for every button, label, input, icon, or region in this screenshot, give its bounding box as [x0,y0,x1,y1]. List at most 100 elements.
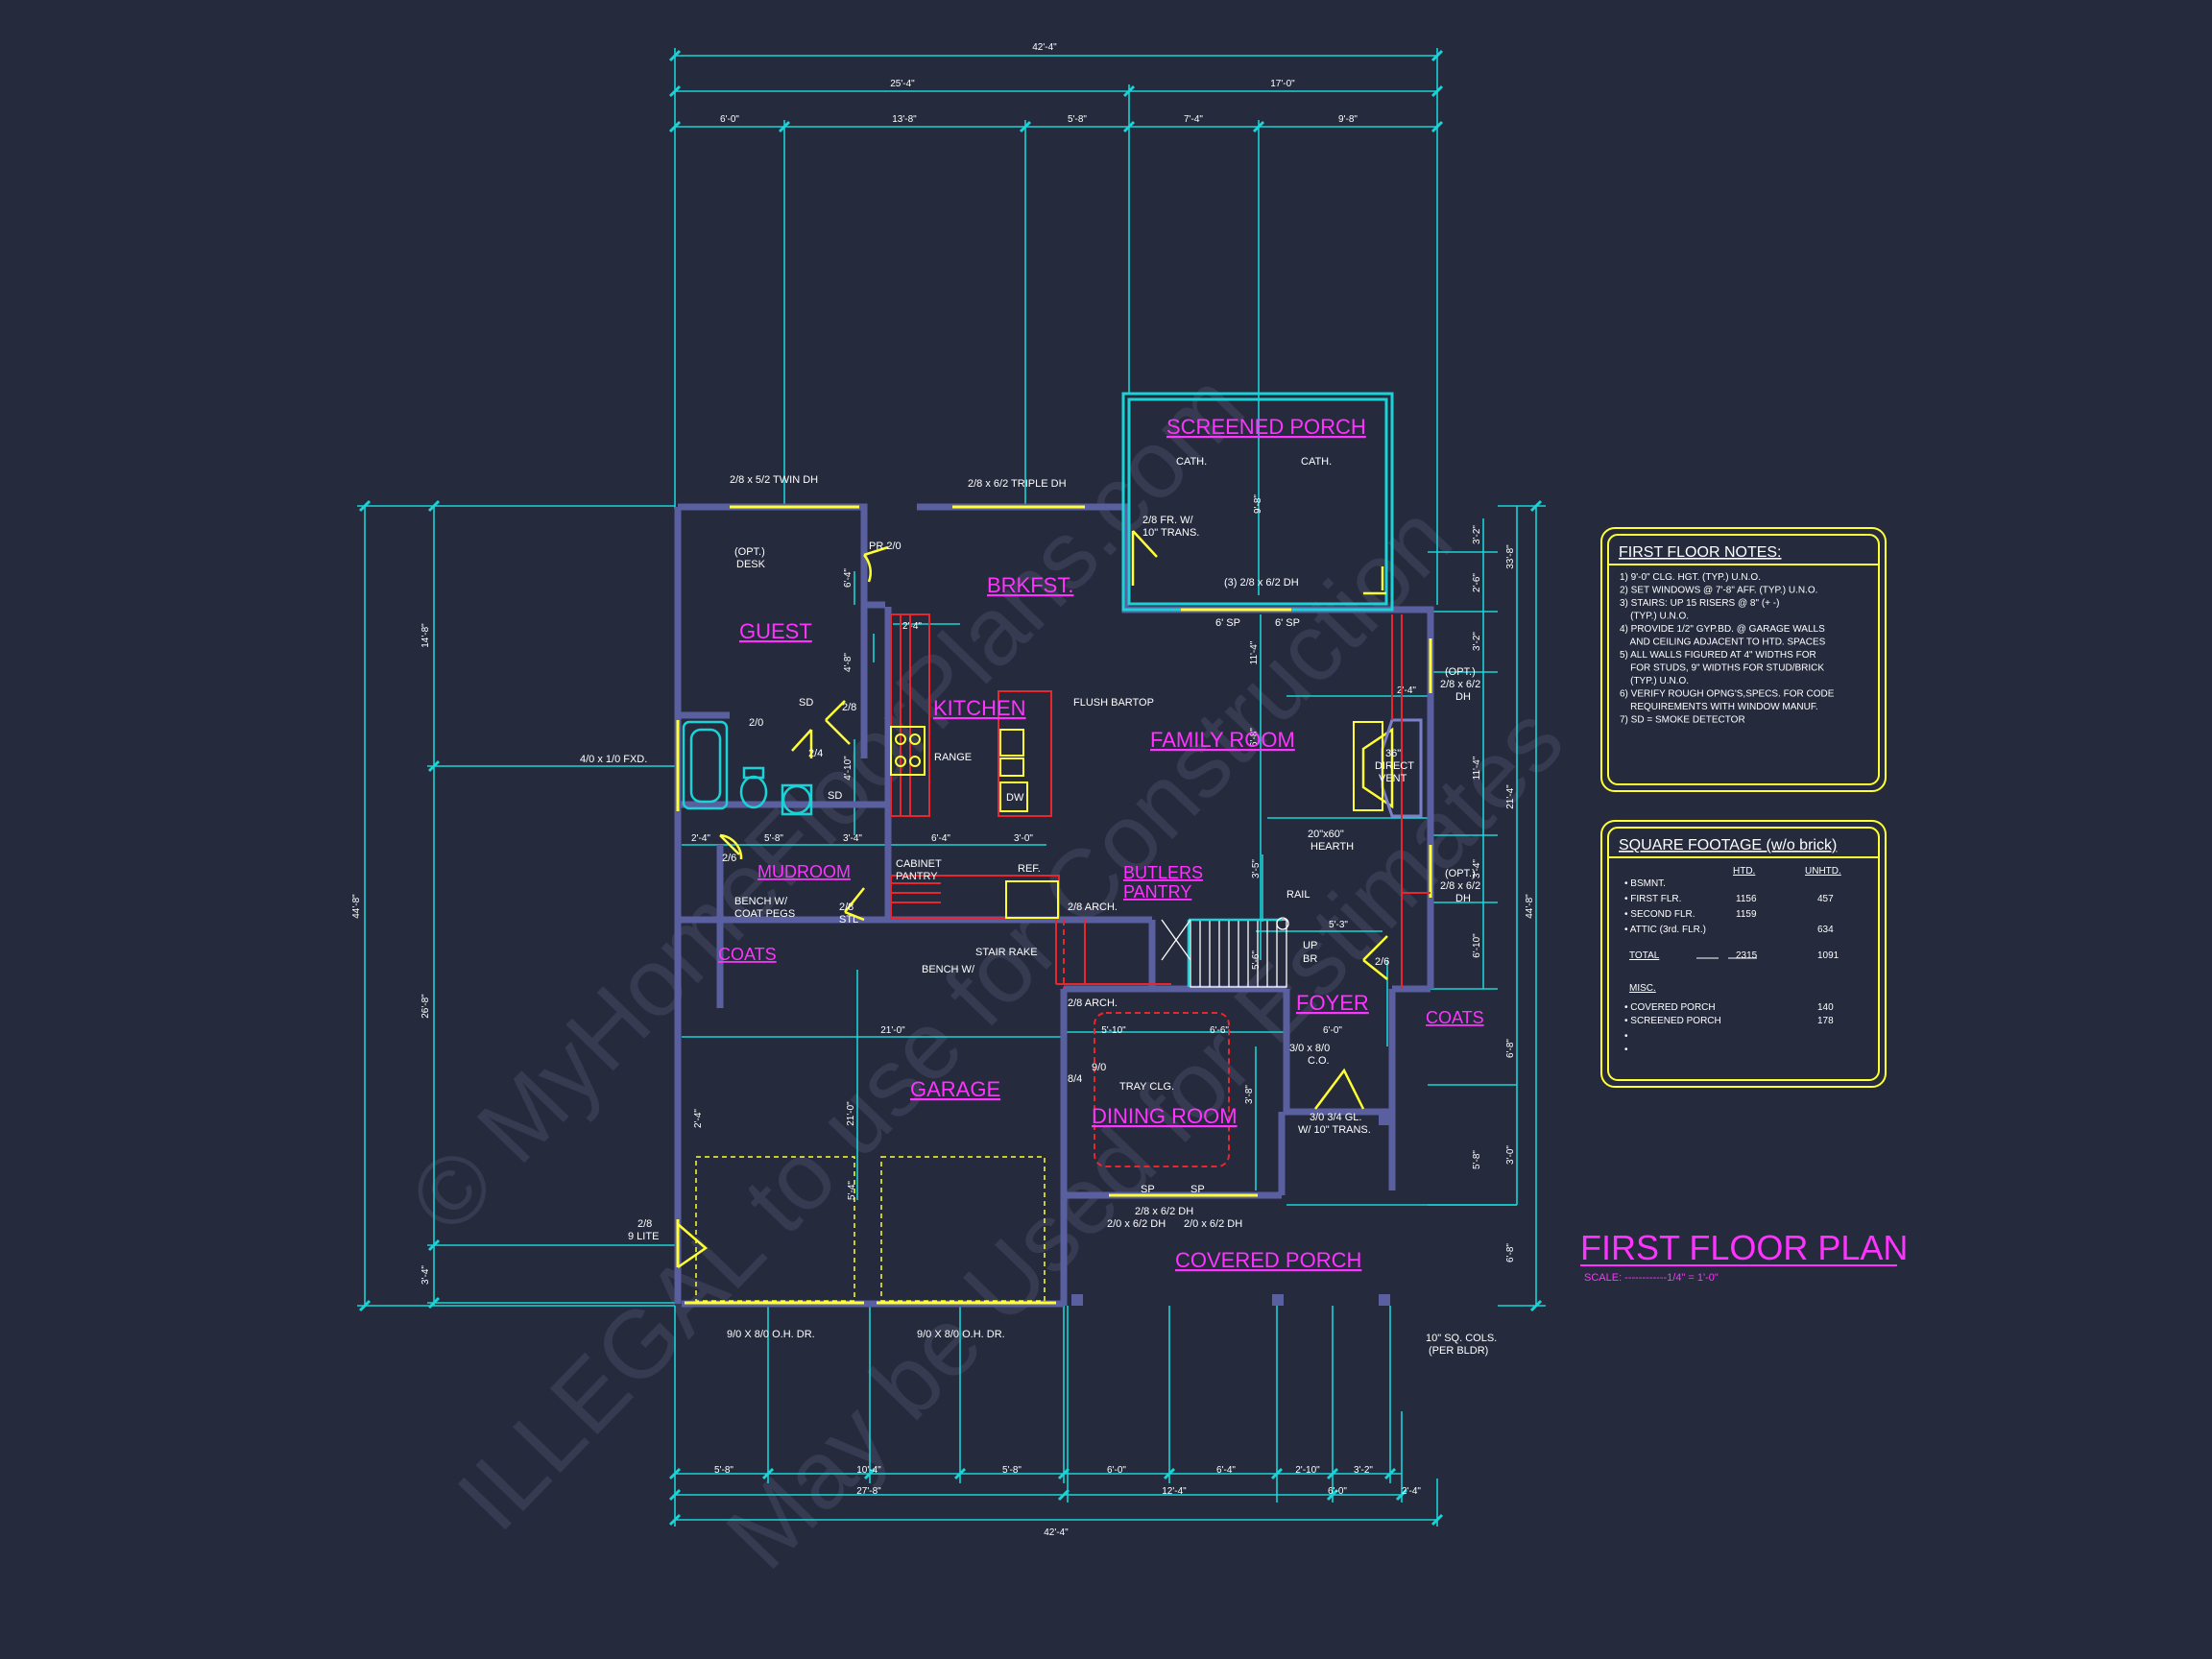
square-footage-title: SQUARE FOOTAGE (w/o brick) [1619,837,1837,854]
note-opt-win-2b: 2/8 x 6/2 [1440,880,1480,892]
note-opt-win-1a: (OPT.) [1445,666,1476,678]
dim-top-c3: 5'-8" [1068,114,1087,125]
room-family-room: FAMILY ROOM [1150,728,1295,752]
room-mudroom: MUDROOM [757,862,851,881]
note-front-door-2: W/ 10" TRANS. [1298,1124,1371,1136]
note-direct-vent-1: 36" [1385,748,1401,759]
first-floor-note-line: REQUIREMENTS WITH WINDOW MANUF. [1620,702,1818,712]
sf-total-unhtd: 1091 [1817,950,1839,961]
note-arch-2: 2/8 ARCH. [1068,998,1118,1009]
note-door-28stl-2: STL [839,914,858,926]
fireplace [1353,718,1423,818]
note-pr: PR 2/0 [869,541,902,552]
doors [677,530,1394,1269]
garage-doors [695,1156,1046,1302]
dim-int-2101: 21'-0" [846,1101,856,1126]
dim-bottom-c4: 6'-0" [1107,1465,1126,1476]
sf-bullet-1: • [1624,1031,1628,1042]
note-window-brkfst: 2/8 x 6/2 TRIPLE DH [968,478,1067,490]
room-garage: GARAGE [910,1077,1000,1101]
first-floor-note-line: 6) VERIFY ROUGH OPNG'S,SPECS. FOR CODE [1620,689,1835,700]
stairs [1161,917,1289,988]
sf-row-label: • ATTIC (3rd. FLR.) [1624,925,1706,935]
note-bench-w: BENCH W/ [922,964,975,975]
first-floor-note-line: 2) SET WINDOWS @ 7'-8" AFF. (TYP.) U.N.O… [1620,586,1817,596]
kitchen-cabinets [890,613,1431,1167]
note-co-2: C.O. [1308,1055,1330,1067]
room-coats-right: COATS [1426,1008,1484,1027]
plan-scale: SCALE: ------------1/4" = 1'-0" [1584,1272,1719,1284]
note-opt-desk-1: (OPT.) [734,546,765,558]
note-direct-vent-3: VENT [1379,773,1407,784]
dim-right-overall: 44'-8" [1525,894,1535,919]
room-covered-porch: COVERED PORCH [1175,1248,1361,1272]
note-range: RANGE [934,752,972,763]
note-sp-b: SP [1190,1184,1205,1195]
note-opt-win-2c: DH [1455,893,1471,904]
room-kitchen: KITCHEN [933,696,1026,720]
dim-right-k: 21'-4" [1505,784,1516,809]
dim-int-24c: 2'-4" [1397,685,1416,696]
sf-misc-title: MISC. [1629,983,1656,994]
dimension-lines [357,48,1546,1527]
first-floor-note-line: 3) STAIRS: UP 15 RISERS @ 8" (+ -) [1620,598,1779,609]
columns [1071,1114,1390,1306]
note-oh-dr-1: 9/0 X 8/0 O.H. DR. [727,1329,815,1340]
dim-top-b: 17'-0" [1270,79,1295,89]
note-d90: 9/0 [1092,1062,1106,1073]
dimension-labels: 42'-4" 25'-4" 17'-0" 6'-0" 13'-8" 5'-8" … [351,42,1535,1538]
note-opt-win-1c: DH [1455,691,1471,703]
note-screened-door-2: 10" TRANS. [1142,527,1199,539]
dim-int-54: 5'-4" [847,1181,857,1200]
note-rail: RAIL [1286,889,1310,901]
watermark: © MyHomeFloorPlans.com ILLEGAL to use fo… [389,352,1583,1589]
first-floor-note-line: AND CEILING ADJACENT TO HTD. SPACES [1620,637,1826,648]
dim-int-64b: 6'-4" [843,568,854,588]
dim-right-d: 11'-4" [1472,756,1482,780]
dim-bottom-overall: 42'-4" [1044,1527,1069,1538]
note-opt-win-1b: 2/8 x 6/2 [1440,679,1480,690]
dim-top-c1: 6'-0" [720,114,739,125]
note-hearth-2: HEARTH [1310,841,1354,853]
sf-bullet-2: • [1624,1045,1628,1055]
note-tray: TRAY CLG. [1119,1081,1174,1093]
dimension-ticks [358,49,1543,1527]
dim-right-i: 6'-8" [1505,1243,1516,1262]
note-oh-dr-2: 9/0 X 8/0 O.H. DR. [917,1329,1005,1340]
note-up: UP [1303,940,1317,951]
note-screened-door-1: 2/8 FR. W/ [1142,515,1194,526]
dim-int-64: 6'-4" [931,833,950,844]
dim-right-c: 3'-2" [1472,632,1482,651]
dim-int-98: 9'-8" [1253,494,1263,514]
plan-notes: 2/8 x 5/2 TWIN DH 2/8 x 6/2 TRIPLE DH 2/… [580,456,1497,1357]
note-door-20: 2/0 [749,717,763,729]
dim-int-24b: 2'-4" [902,621,922,632]
dim-left-overall: 44'-8" [351,894,362,919]
note-flush-bartop: FLUSH BARTOP [1073,697,1154,709]
note-door-26: 2/6 [722,853,736,864]
dim-int-21: 21'-0" [880,1025,905,1036]
dim-int-34: 3'-4" [843,833,862,844]
dim-right-b: 2'-6" [1472,573,1482,592]
room-screened-porch: SCREENED PORCH [1166,415,1366,439]
sf-misc-value: 178 [1817,1016,1834,1026]
dim-right-e: 3'-4" [1472,859,1482,878]
dim-top-c4: 7'-4" [1184,114,1203,125]
note-cabinet-pantry-1: CABINET [896,858,942,870]
sf-misc-label: • SCREENED PORCH [1624,1016,1721,1026]
dim-right-l: 33'-8" [1505,544,1516,569]
dim-int-24d: 2'-4" [693,1109,704,1128]
dim-top-c5: 9'-8" [1338,114,1358,125]
note-lite-1: 2/8 [637,1218,652,1230]
dim-right-f: 6'-10" [1472,933,1482,958]
note-sp-6a: 6' SP [1215,617,1240,629]
sf-row-htd: 1156 [1736,894,1757,904]
room-foyer: FOYER [1296,991,1369,1015]
note-door-24: 2/4 [808,748,823,759]
dim-right-j: 5'-8" [1472,1150,1482,1169]
note-dw: DW [1006,792,1024,804]
note-cols-2: (PER BLDR) [1429,1345,1488,1357]
note-sp-doors: (3) 2/8 x 6/2 DH [1224,577,1299,589]
